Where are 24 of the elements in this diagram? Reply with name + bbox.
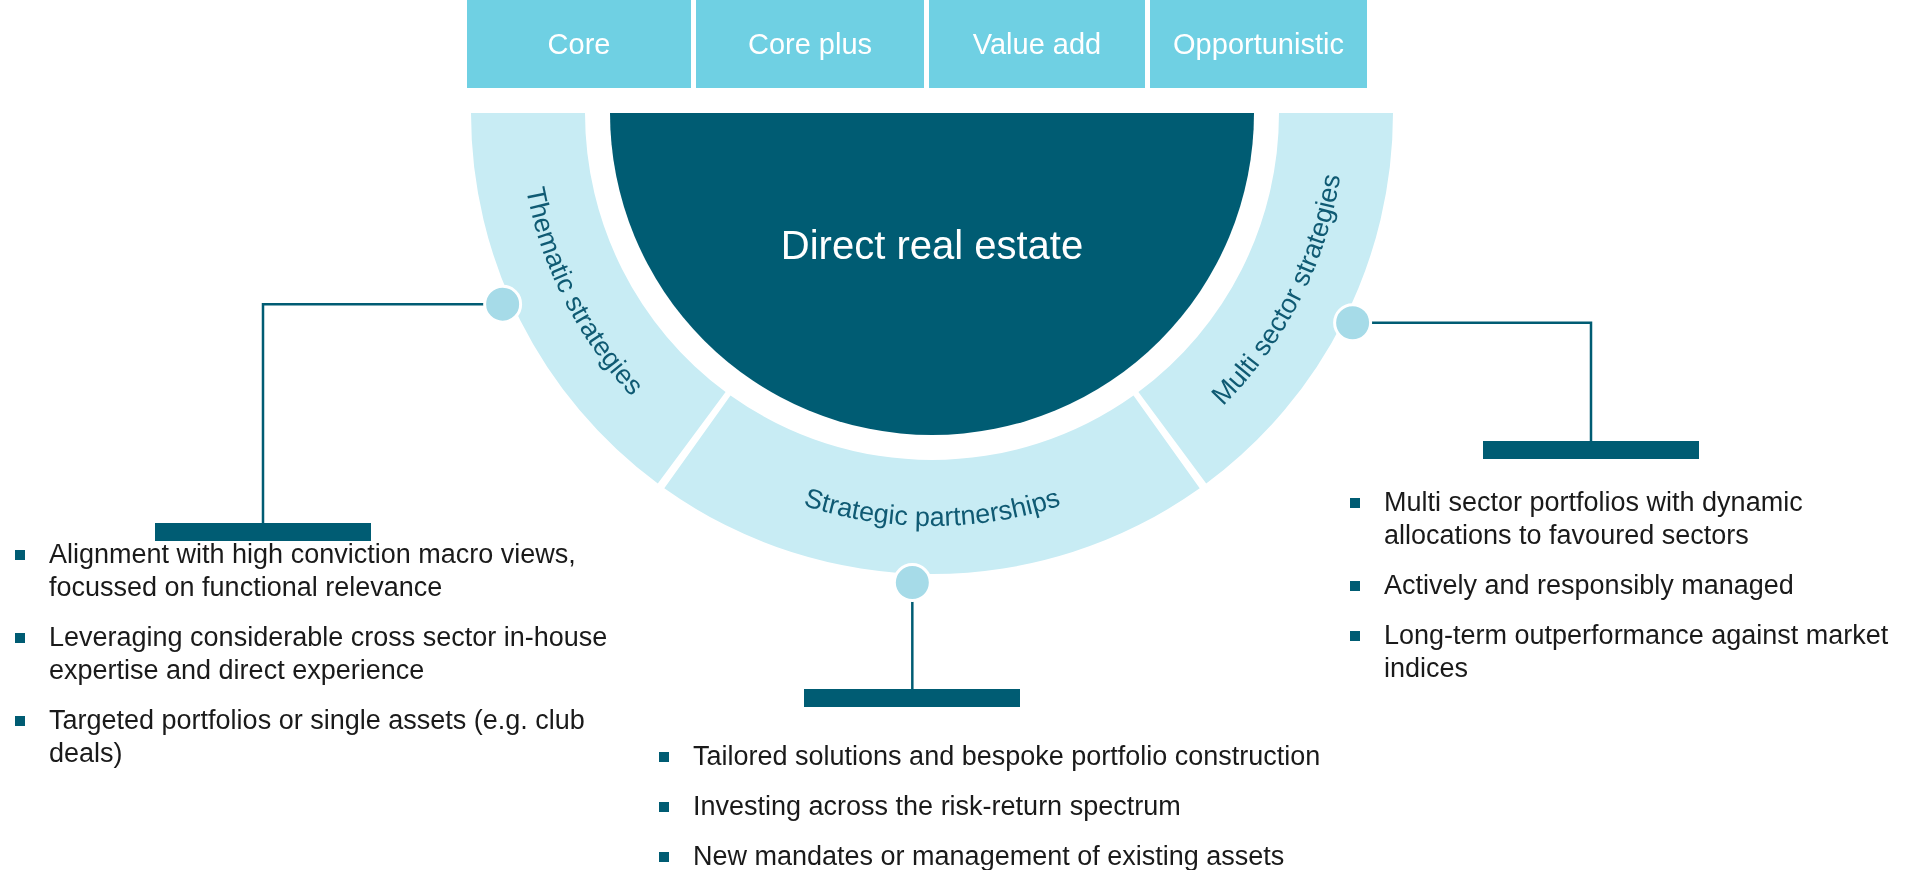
ring-segment xyxy=(1138,113,1393,484)
header-bar xyxy=(1483,441,1699,459)
category-box: Core plus xyxy=(696,0,924,88)
bullet-text: Actively and responsibly managed xyxy=(1384,569,1794,602)
center-label: Direct real estate xyxy=(780,223,1084,269)
bullet-text: Long-term outperformance against market indices xyxy=(1384,619,1890,685)
category-box: Core xyxy=(467,0,691,88)
header-bar xyxy=(804,689,1020,707)
segment-label: Strategic partnerships xyxy=(800,482,1064,533)
leader-line xyxy=(892,563,932,689)
category-box: Value add xyxy=(929,0,1145,88)
bullet-text: Multi sector portfolios with dynamic allocations to favoured sectors xyxy=(1384,486,1804,552)
bullet-text: Tailored solutions and bespoke portfolio construction xyxy=(693,740,1321,773)
header-bar xyxy=(155,523,371,541)
ring-segment xyxy=(471,113,726,484)
leader-line xyxy=(261,284,523,523)
bullet-text: Alignment with high conviction macro views, focussed on functional relevance xyxy=(49,538,577,604)
leader-line xyxy=(1333,303,1593,441)
ring-segment xyxy=(664,395,1200,574)
bullet-text: New mandates or management of existing assets xyxy=(693,840,1285,870)
category-box: Opportunistic xyxy=(1150,0,1367,88)
bullet-text: Targeted portfolios or single assets (e.g. club deals) xyxy=(49,704,586,770)
bullet-text: Investing across the risk-return spectrum xyxy=(693,790,1181,823)
bullet-text: Leveraging considerable cross sector in-house expertise and direct experience xyxy=(49,621,609,687)
